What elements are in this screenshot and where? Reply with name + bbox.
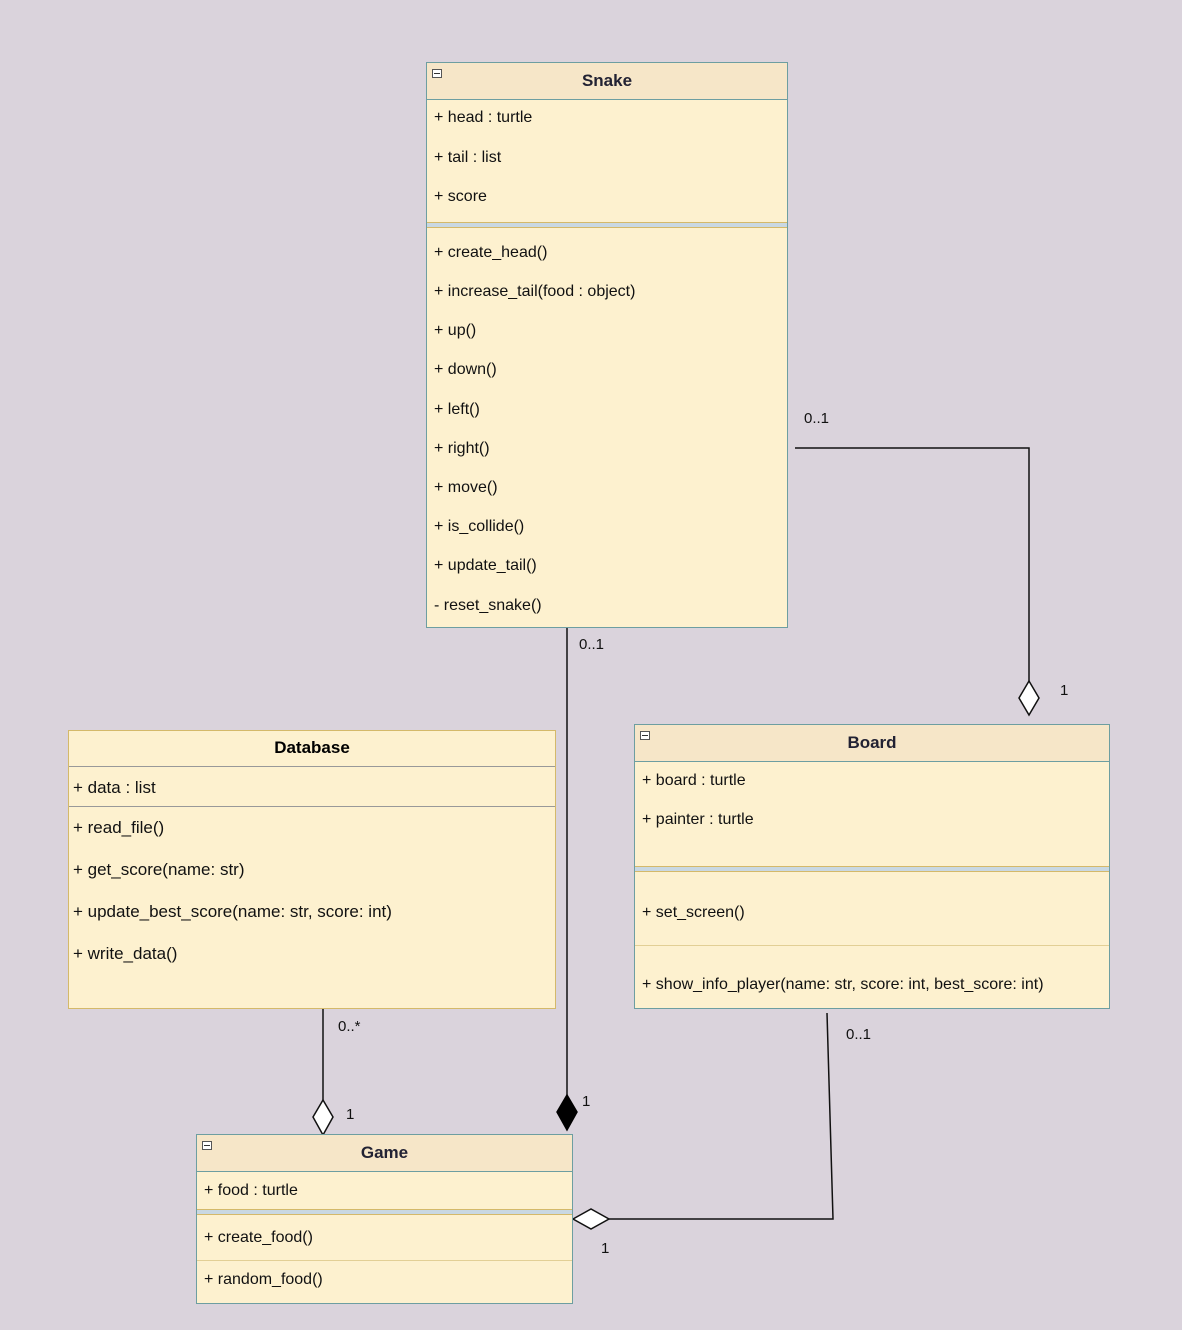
game-method[interactable]: + random_food()	[204, 1271, 323, 1288]
snake-method[interactable]: + is_collide()	[434, 518, 525, 535]
game-class-name: Game	[360, 1143, 409, 1162]
multiplicity-snake-board-target: 1	[1060, 682, 1069, 699]
database-class-header[interactable]: Database	[69, 731, 555, 765]
board-attribute[interactable]: + painter : turtle	[642, 811, 754, 828]
game-attribute[interactable]: + food : turtle	[204, 1182, 298, 1199]
database-class-name: Database	[274, 738, 350, 757]
board-class-header[interactable]: Board	[635, 725, 1109, 762]
board-class[interactable]: Board + board : turtle + painter : turtl…	[634, 724, 1110, 1009]
multiplicity-database-game-source: 0..*	[338, 1018, 361, 1035]
board-method[interactable]: + set_screen()	[642, 904, 745, 921]
snake-attribute[interactable]: + score	[434, 188, 487, 205]
snake-method[interactable]: + create_head()	[434, 244, 548, 261]
snake-class-header[interactable]: Snake	[427, 63, 787, 100]
snake-class-name: Snake	[581, 71, 633, 90]
multiplicity-snake-board-source: 0..1	[804, 410, 830, 427]
database-class[interactable]: Database + data : list + read_file() + g…	[68, 730, 556, 1009]
game-method[interactable]: + create_food()	[204, 1229, 313, 1246]
collapse-icon[interactable]	[202, 1141, 212, 1150]
multiplicity-board-game-target: 1	[601, 1240, 610, 1257]
collapse-icon[interactable]	[640, 731, 650, 740]
snake-board-line	[795, 447, 1030, 681]
attribute-method-divider	[427, 222, 787, 228]
collapse-icon[interactable]	[432, 69, 442, 78]
header-divider	[69, 766, 555, 767]
snake-attribute[interactable]: + tail : list	[434, 149, 502, 166]
snake-method[interactable]: + right()	[434, 440, 490, 457]
snake-method[interactable]: + left()	[434, 401, 480, 418]
attribute-method-divider	[635, 866, 1109, 872]
multiplicity-snake-game-target: 1	[582, 1093, 591, 1110]
board-attribute[interactable]: + board : turtle	[642, 772, 746, 789]
snake-method[interactable]: + down()	[434, 361, 497, 378]
database-attribute[interactable]: + data : list	[73, 778, 156, 797]
board-game-line	[609, 1012, 834, 1220]
attribute-method-divider	[69, 806, 555, 807]
attribute-method-divider	[197, 1209, 572, 1215]
multiplicity-database-game-target: 1	[346, 1106, 355, 1123]
game-composition-diamond	[556, 1093, 578, 1132]
game-class-header[interactable]: Game	[197, 1135, 572, 1172]
snake-method[interactable]: + up()	[434, 322, 477, 339]
snake-method[interactable]: + update_tail()	[434, 557, 537, 574]
snake-attribute[interactable]: + head : turtle	[434, 109, 533, 126]
game-class[interactable]: Game + food : turtle + create_food() + r…	[196, 1134, 573, 1304]
multiplicity-snake-game-source: 0..1	[579, 636, 605, 653]
database-method[interactable]: + write_data()	[73, 944, 178, 963]
database-method[interactable]: + read_file()	[73, 818, 165, 837]
snake-method[interactable]: + increase_tail(food : object)	[434, 283, 636, 300]
game-aggregation-diamond-right	[571, 1208, 611, 1230]
snake-method[interactable]: - reset_snake()	[434, 597, 542, 614]
board-method[interactable]: + show_info_player(name: str, score: int…	[642, 976, 1044, 993]
snake-method[interactable]: + move()	[434, 479, 498, 496]
method-divider	[197, 1260, 572, 1261]
board-class-name: Board	[847, 733, 897, 752]
multiplicity-board-game-source: 0..1	[846, 1026, 872, 1043]
game-aggregation-diamond-top	[312, 1098, 334, 1137]
method-divider	[635, 945, 1109, 946]
database-method[interactable]: + get_score(name: str)	[73, 860, 245, 879]
database-method[interactable]: + update_best_score(name: str, score: in…	[73, 902, 392, 921]
snake-class[interactable]: Snake + head : turtle + tail : list + sc…	[426, 62, 788, 628]
board-aggregation-diamond	[1018, 679, 1040, 717]
